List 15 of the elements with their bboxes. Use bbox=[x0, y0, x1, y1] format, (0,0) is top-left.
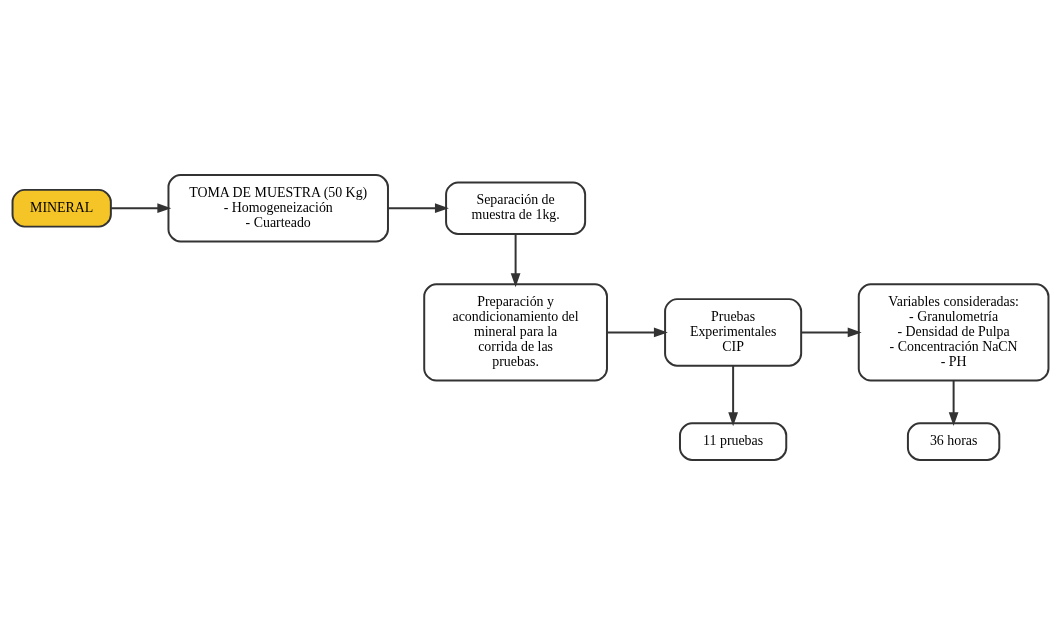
arrow bbox=[948, 379, 959, 427]
arrow bbox=[110, 203, 172, 214]
node-box: Separación de muestra de 1kg. bbox=[445, 181, 587, 236]
arrow bbox=[510, 233, 521, 288]
arrow bbox=[800, 327, 862, 338]
node-box: 36 horas bbox=[906, 422, 1001, 462]
node-box: 11 pruebas bbox=[679, 422, 788, 462]
arrow bbox=[606, 327, 668, 338]
node-box: Pruebas Experimentales CIP bbox=[664, 298, 803, 367]
node-box: Preparación y acondicionamiento del mineral para la corrida de las pruebas. bbox=[423, 283, 608, 382]
node-box: Variables consideradas: - Granulometría - Densidad de Pulpa - Concentración NaCN - PH bbox=[857, 283, 1050, 382]
node-box: MINERAL bbox=[11, 188, 112, 228]
arrow bbox=[387, 203, 449, 214]
node-box: TOMA DE MUESTRA (50 Kg) - Homogeneización - Cuarteado bbox=[167, 173, 389, 243]
arrow bbox=[728, 364, 738, 427]
